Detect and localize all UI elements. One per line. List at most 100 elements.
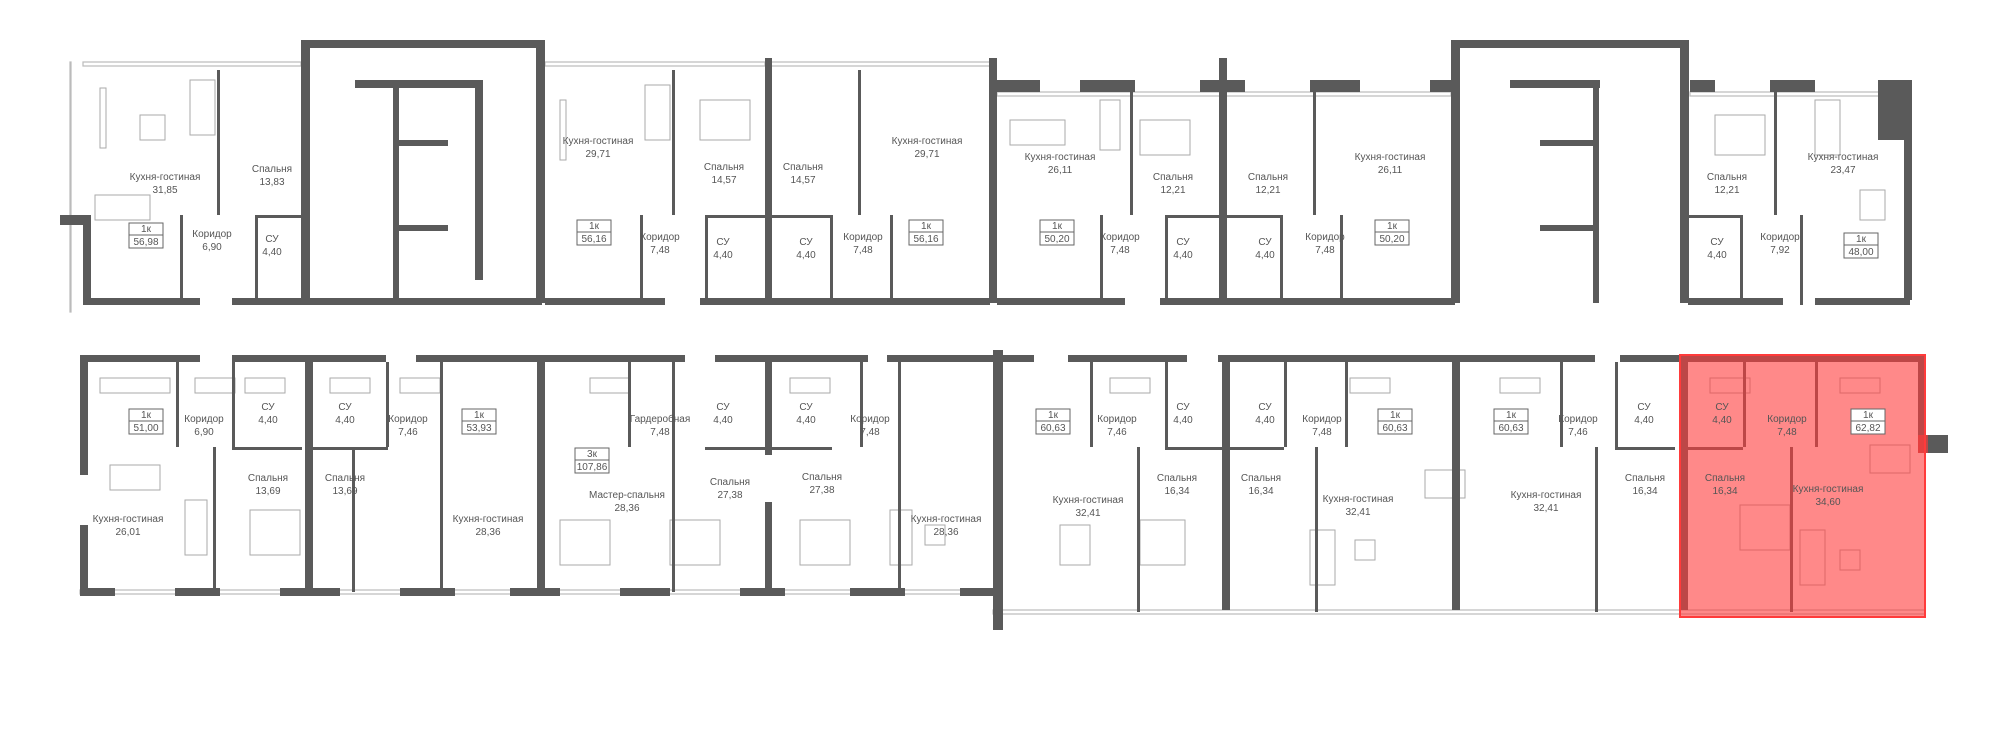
furniture-item bbox=[1714, 114, 1766, 156]
wall bbox=[1345, 362, 1348, 447]
wall bbox=[217, 70, 220, 215]
wall bbox=[393, 225, 448, 231]
apartment-unit-9[interactable] bbox=[545, 362, 993, 590]
wall bbox=[1218, 355, 1595, 362]
wall bbox=[1560, 362, 1563, 447]
room-name: СУ bbox=[1710, 237, 1724, 248]
room-area: 7,48 bbox=[853, 245, 873, 256]
wall bbox=[700, 298, 990, 305]
unit-type: 1к bbox=[921, 221, 932, 232]
wall bbox=[740, 588, 785, 596]
unit-type: 1к bbox=[1863, 410, 1874, 421]
room-name: Коридор bbox=[1767, 414, 1807, 425]
wall bbox=[313, 447, 388, 450]
room-area: 13,69 bbox=[255, 486, 280, 497]
wall bbox=[1227, 215, 1280, 218]
wall bbox=[180, 215, 183, 305]
unit-type: 1к bbox=[474, 410, 485, 421]
wall bbox=[620, 588, 670, 596]
wall bbox=[255, 215, 258, 305]
wall bbox=[1595, 447, 1598, 612]
wall bbox=[1165, 215, 1219, 218]
wall bbox=[1815, 298, 1910, 305]
room-area: 4,40 bbox=[258, 415, 278, 426]
room-name: СУ bbox=[1715, 402, 1729, 413]
room-name: Спальня bbox=[1705, 473, 1745, 484]
room-area: 12,21 bbox=[1714, 185, 1739, 196]
wall bbox=[352, 447, 355, 592]
furniture-item bbox=[1424, 469, 1466, 499]
wall bbox=[887, 355, 1034, 362]
room-area: 4,40 bbox=[1255, 250, 1275, 261]
room-area: 23,47 bbox=[1830, 165, 1855, 176]
room-area: 12,21 bbox=[1160, 185, 1185, 196]
unit-total-area: 60,63 bbox=[1382, 423, 1407, 434]
unit-total-area: 60,63 bbox=[1040, 423, 1065, 434]
wall bbox=[850, 588, 905, 596]
wall bbox=[890, 215, 893, 305]
furniture-item bbox=[99, 377, 171, 394]
unit-total-area: 53,93 bbox=[466, 423, 491, 434]
room-area: 13,69 bbox=[332, 486, 357, 497]
room-name: Кухня-гостиная bbox=[1323, 494, 1394, 505]
wall bbox=[255, 215, 303, 218]
furniture-item bbox=[139, 114, 166, 141]
wall bbox=[705, 215, 765, 218]
wall bbox=[1510, 80, 1600, 88]
apartment-unit-6[interactable] bbox=[1689, 94, 1904, 298]
apartment-unit-5[interactable] bbox=[1227, 94, 1451, 298]
unit-total-area: 56,16 bbox=[581, 234, 606, 245]
wall bbox=[301, 40, 545, 48]
room-area: 27,38 bbox=[717, 490, 742, 501]
wall bbox=[1280, 215, 1283, 305]
room-area: 7,46 bbox=[398, 427, 418, 438]
wall bbox=[1165, 362, 1168, 447]
wall bbox=[280, 588, 340, 596]
unit-type: 1к bbox=[141, 224, 152, 235]
wall bbox=[672, 362, 675, 447]
room-area: 7,48 bbox=[1110, 245, 1130, 256]
wall bbox=[1227, 447, 1284, 450]
furniture-item bbox=[249, 509, 301, 556]
furniture-item bbox=[644, 84, 671, 141]
apartment-unit-4[interactable] bbox=[997, 94, 1219, 298]
wall bbox=[997, 298, 1125, 305]
furniture-item bbox=[1109, 377, 1151, 394]
furniture-item bbox=[1099, 99, 1121, 151]
wall bbox=[1540, 140, 1595, 146]
room-area: 32,41 bbox=[1075, 508, 1100, 519]
window-line bbox=[69, 61, 72, 313]
room-name: Коридор bbox=[184, 414, 224, 425]
wall bbox=[672, 70, 675, 215]
room-name: Спальня bbox=[1241, 473, 1281, 484]
room-name: Кухня-гостиная bbox=[563, 136, 634, 147]
room-name: Спальня bbox=[1153, 172, 1193, 183]
wall bbox=[765, 355, 772, 455]
wall bbox=[1540, 225, 1595, 231]
room-area: 4,40 bbox=[796, 250, 816, 261]
room-name: Кухня-гостиная bbox=[1053, 495, 1124, 506]
room-area: 28,36 bbox=[933, 527, 958, 538]
furniture-item bbox=[669, 519, 721, 566]
room-name: Спальня bbox=[783, 162, 823, 173]
unit-total-area: 50,20 bbox=[1044, 234, 1069, 245]
wall bbox=[715, 355, 868, 362]
room-area: 6,90 bbox=[194, 427, 214, 438]
wall bbox=[175, 588, 220, 596]
room-name: СУ bbox=[1258, 402, 1272, 413]
room-area: 29,71 bbox=[585, 149, 610, 160]
room-name: Спальня bbox=[325, 473, 365, 484]
wall bbox=[1160, 298, 1455, 305]
wall bbox=[770, 215, 830, 218]
unit-total-area: 50,20 bbox=[1379, 234, 1404, 245]
room-area: 28,36 bbox=[614, 503, 639, 514]
room-labels: 1к56,98Кухня-гостиная31,85Спальня13,83Ко… bbox=[93, 136, 1886, 538]
apartment-unit-selected[interactable] bbox=[1679, 354, 1926, 618]
wall bbox=[83, 215, 91, 305]
unit-total-area: 48,00 bbox=[1848, 247, 1873, 258]
room-name: Кухня-гостиная bbox=[1025, 152, 1096, 163]
